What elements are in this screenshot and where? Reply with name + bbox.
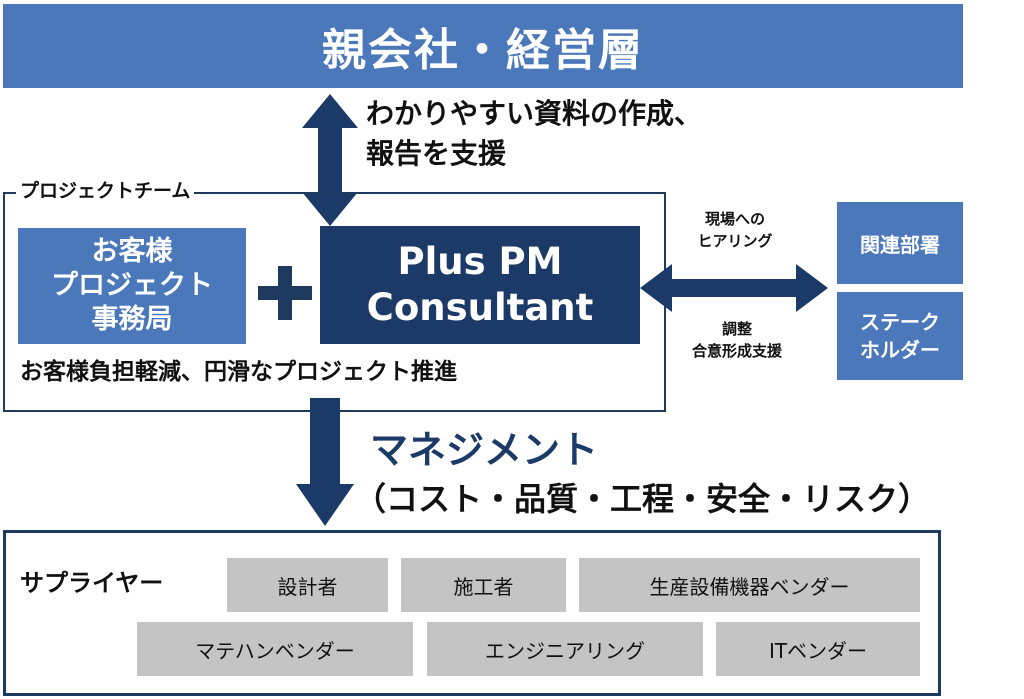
- coordination-line1: 調整: [721, 320, 752, 338]
- client-pmo-box: お客様 プロジェクト 事務局: [18, 228, 246, 344]
- stakeholder-line2: ホルダー: [860, 338, 940, 362]
- client-pmo-line3: 事務局: [91, 304, 173, 335]
- management-title: マネジメント: [370, 428, 599, 472]
- stakeholder-line1: ステーク: [860, 310, 940, 334]
- stakeholder-box: ステーク ホルダー: [837, 292, 963, 380]
- client-pmo-line2: プロジェクト: [51, 270, 213, 301]
- management-scope: （コスト・品質・工程・安全・リスク）: [354, 480, 931, 518]
- supplier-label: サプライヤー: [20, 569, 164, 597]
- report-support-text: わかりやすい資料の作成、 報告を支援: [366, 94, 806, 174]
- project-team-label: プロジェクトチーム: [16, 177, 195, 205]
- supplier-engineering-label: エンジニアリング: [485, 638, 645, 663]
- parent-company-title: 親会社・経営層: [322, 25, 644, 76]
- plus-pm-consultant-box: Plus PM Consultant: [320, 226, 640, 344]
- supplier-material-label: マテハンベンダー: [195, 638, 355, 663]
- supplier-material-handling-vendor: マテハンベンダー: [137, 622, 413, 676]
- consultant-line2: Consultant: [366, 286, 594, 329]
- stakeholder-double-arrow: [640, 264, 828, 312]
- report-support-line1: わかりやすい資料の作成、: [366, 97, 703, 130]
- hearing-label: 現場への ヒアリング: [680, 208, 790, 252]
- supplier-it-label: ITベンダー: [768, 638, 868, 663]
- hearing-line1: 現場への: [704, 210, 765, 228]
- supplier-engineering: エンジニアリング: [427, 622, 703, 676]
- plus-icon: [258, 266, 312, 320]
- team-benefit-text: お客様負担軽減、円滑なプロジェクト推進: [20, 359, 457, 385]
- coordination-line2: 合意形成支援: [691, 342, 782, 360]
- client-pmo-line1: お客様: [91, 236, 173, 267]
- management-down-arrow: [296, 398, 354, 526]
- supplier-frame: [3, 530, 941, 696]
- supplier-it-vendor: ITベンダー: [716, 622, 920, 676]
- parent-company-banner: 親会社・経営層: [3, 4, 963, 88]
- related-dept-label: 関連部署: [860, 232, 940, 257]
- supplier-contractor-label: 施工者: [453, 574, 514, 599]
- report-support-line2: 報告を支援: [366, 137, 507, 170]
- supplier-contractor: 施工者: [401, 558, 566, 612]
- supplier-equipment-label: 生産設備機器ベンダー: [649, 574, 850, 599]
- consultant-line1: Plus PM: [397, 240, 563, 283]
- related-dept-box: 関連部署: [837, 202, 963, 284]
- coordination-label: 調整 合意形成支援: [662, 318, 812, 362]
- hearing-line2: ヒアリング: [697, 232, 773, 250]
- supplier-designer-label: 設計者: [277, 574, 338, 599]
- supplier-equipment-vendor: 生産設備機器ベンダー: [579, 558, 920, 612]
- supplier-designer: 設計者: [227, 558, 388, 612]
